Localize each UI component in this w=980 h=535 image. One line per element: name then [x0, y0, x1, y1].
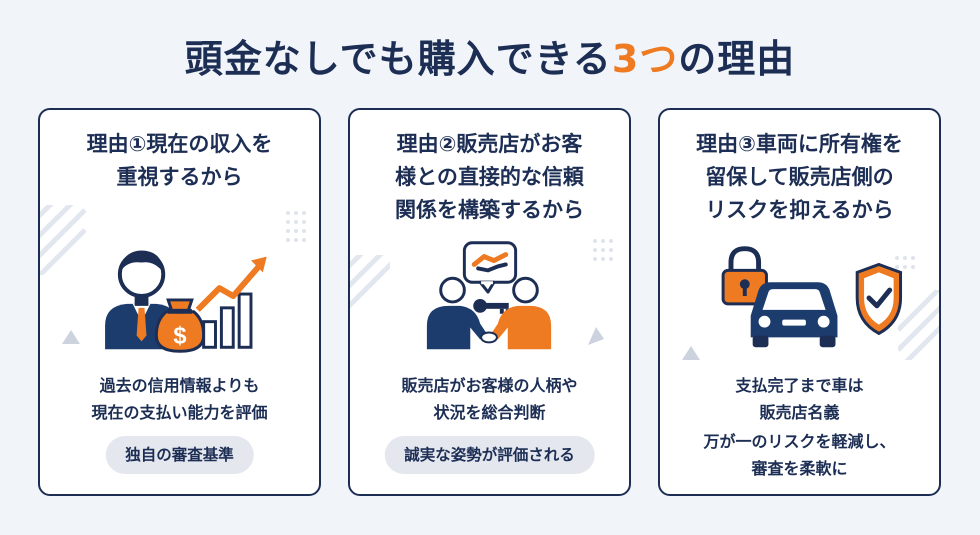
dot-grid-decoration	[593, 239, 613, 261]
card-1-description: 過去の信用情報よりも 現在の支払い能力を評価	[40, 372, 319, 426]
card-1-title-line: 重視するから	[116, 165, 243, 189]
customer-figure	[480, 276, 552, 350]
trust-illustration	[426, 241, 552, 350]
card-1-badge: 独自の審査基準	[105, 436, 254, 474]
stripe-decoration	[898, 290, 939, 360]
title-accent: 3つ	[611, 37, 679, 81]
dot-grid-decoration	[895, 256, 915, 269]
card-3-description-2: 万が一のリスクを軽減し、 審査を柔軟に	[660, 428, 939, 482]
stripe-decoration	[350, 255, 390, 309]
card-3-title: 理由③車両に所有権を 留保して販売店側の リスクを抑えるから	[660, 128, 939, 227]
dot-grid-decoration	[286, 211, 306, 242]
card-2-badge: 誠実な姿勢が評価される	[384, 436, 595, 474]
desc-line: 過去の信用情報よりも	[99, 376, 260, 395]
card-2-description: 販売店がお客様の人柄や 状況を総合判断	[350, 372, 629, 426]
desc-line: 販売店名義	[759, 403, 840, 422]
desc-line: 万が一のリスクを軽減し、	[703, 432, 896, 451]
salesperson-figure	[426, 276, 489, 350]
card-3-title-line: リスクを抑えるから	[705, 198, 894, 222]
reason-card-1: 理由①現在の収入を 重視するから $	[38, 108, 321, 496]
desc-line: 審査を柔軟に	[751, 459, 848, 478]
triangle-decoration	[588, 327, 604, 345]
card-2-title-line: 様との直接的な信頼	[395, 165, 584, 189]
card-2-title-line: 関係を構築するから	[395, 198, 584, 222]
card-2-title: 理由②販売店がお客 様との直接的な信頼 関係を構築するから	[350, 128, 629, 227]
card-1-title: 理由①現在の収入を 重視するから	[40, 128, 319, 194]
desc-line: 販売店がお客様の人柄や	[401, 376, 578, 395]
money-symbol: $	[173, 323, 186, 349]
title-tail: の理由	[678, 37, 796, 81]
shield-check-icon	[855, 262, 903, 336]
handshake-icon	[462, 241, 518, 294]
card-3-description: 支払完了まで車は 販売店名義	[660, 372, 939, 426]
card-3-title-line: 理由③車両に所有権を	[696, 132, 903, 156]
money-bag-icon: $	[154, 298, 206, 353]
desc-line: 現在の支払い能力を評価	[91, 403, 268, 422]
card-2-title-line: 理由②販売店がお客	[396, 132, 583, 156]
stripe-decoration	[40, 205, 87, 275]
key-icon	[473, 298, 509, 314]
desc-line: 状況を総合判断	[433, 403, 546, 422]
title-main: 頭金なしでも購入できる	[184, 37, 612, 81]
card-3-title-line: 留保して販売店側の	[705, 165, 894, 189]
page-title: 頭金なしでも購入できる3つの理由	[0, 28, 980, 83]
reason-card-2: 理由②販売店がお客 様との直接的な信頼 関係を構築するから	[348, 108, 631, 496]
growth-chart-icon	[195, 256, 267, 349]
desc-line: 支払完了まで車は	[735, 376, 864, 395]
card-1-title-line: 理由①現在の収入を	[86, 132, 273, 156]
ownership-illustration	[721, 246, 903, 348]
income-illustration: $	[105, 250, 267, 353]
triangle-decoration	[682, 346, 700, 360]
triangle-decoration	[62, 330, 80, 344]
car-icon	[750, 282, 838, 348]
reason-card-3: 理由③車両に所有権を 留保して販売店側の リスクを抑えるから	[658, 108, 941, 496]
